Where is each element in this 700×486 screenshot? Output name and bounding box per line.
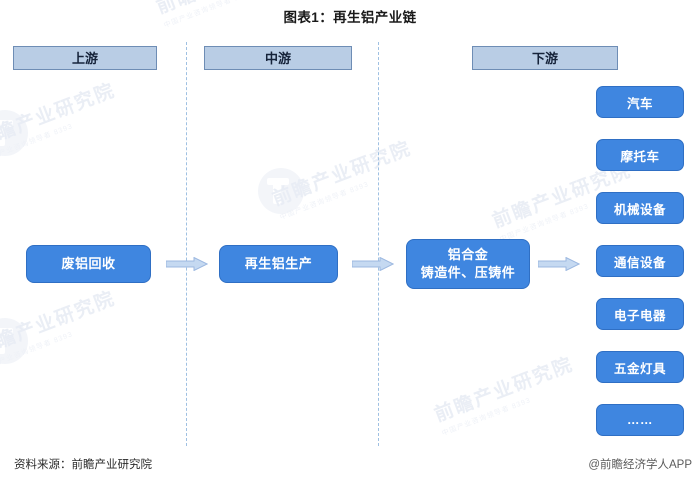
chain-node-scrap-recycling[interactable]: 废铝回收 bbox=[26, 245, 151, 283]
chain-node-line-1: 铝合金 bbox=[447, 247, 489, 263]
page-title: 图表1：再生铝产业链 bbox=[283, 10, 417, 25]
chain-node-line-2: 铸造件、压铸件 bbox=[420, 265, 516, 280]
flow-arrow-upstream-to-midstream bbox=[166, 257, 208, 271]
app-attribution: @前瞻经济学人APP bbox=[588, 459, 692, 471]
downstream-app-communication[interactable]: 通信设备 bbox=[596, 245, 684, 277]
downstream-app-electronics[interactable]: 电子电器 bbox=[596, 298, 684, 330]
segment-header-midstream: 中游 bbox=[204, 46, 352, 70]
flow-arrow-midstream-to-castings bbox=[352, 257, 394, 271]
downstream-app-motorcycle[interactable]: 摩托车 bbox=[596, 139, 684, 171]
source-note: 资料来源：前瞻产业研究院 bbox=[14, 459, 152, 471]
downstream-app-machinery[interactable]: 机械设备 bbox=[596, 192, 684, 224]
segment-header-upstream: 上游 bbox=[13, 46, 157, 70]
chain-node-recycled-aluminum-production[interactable]: 再生铝生产 bbox=[219, 245, 338, 283]
downstream-app-automobile[interactable]: 汽车 bbox=[596, 86, 684, 118]
segment-divider-midstream-downstream bbox=[378, 42, 379, 446]
flow-arrow-castings-to-downstream bbox=[538, 257, 580, 271]
segment-header-downstream: 下游 bbox=[472, 46, 618, 70]
segment-divider-upstream-midstream bbox=[186, 42, 187, 446]
downstream-app-others[interactable]: …… bbox=[596, 404, 684, 436]
downstream-app-hardware-lighting[interactable]: 五金灯具 bbox=[596, 351, 684, 383]
chain-node-aluminum-alloy-castings[interactable]: 铝合金 铸造件、压铸件 bbox=[406, 239, 530, 289]
